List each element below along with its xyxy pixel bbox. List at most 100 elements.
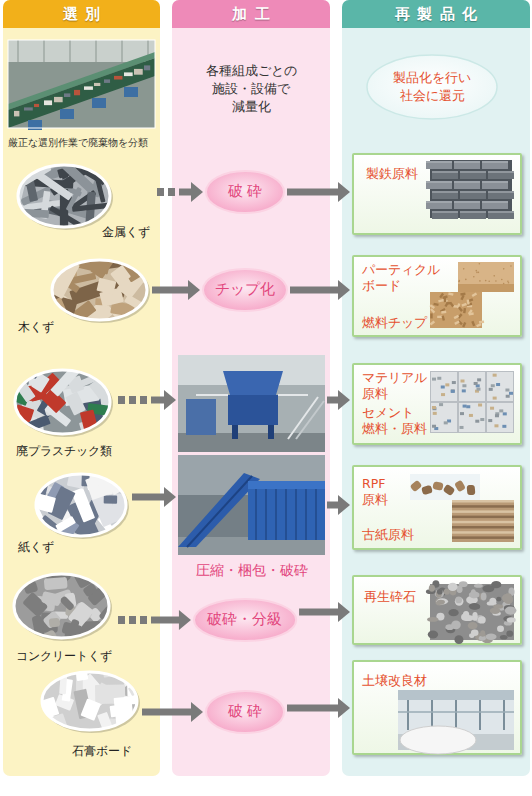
bale [487, 403, 513, 432]
debris [34, 104, 39, 107]
text-slot: 古紙原料 [362, 524, 414, 543]
board-grain [508, 282, 510, 284]
photo-ground [178, 455, 325, 555]
sorting-photo [8, 40, 155, 128]
wood-chip [471, 321, 475, 327]
steel-shine [426, 202, 452, 203]
process-ellipse-fill [203, 269, 287, 311]
waste-caption: 木くず [18, 319, 54, 335]
arrow-line [287, 705, 339, 712]
stone [469, 592, 480, 599]
wood-chip [430, 308, 435, 313]
stone [481, 593, 487, 601]
bale-speck [466, 405, 470, 408]
product-box: パーティクル ボード燃料チップ [352, 255, 522, 337]
baler-rib [305, 489, 307, 540]
steel-shine [432, 212, 458, 213]
wall-beam [95, 40, 97, 62]
debris [54, 97, 63, 102]
stone [427, 617, 438, 622]
stone [472, 612, 477, 621]
body-text: 各種組成ごとの 施設・設備で 減量化 [192, 62, 310, 116]
debris [49, 618, 61, 628]
text-slot: パーティクル ボード [362, 262, 448, 294]
baler-rib [275, 489, 277, 540]
column-band: 加工各種組成ごとの 施設・設備で 減量化破砕チップ化圧縮・梱包・破砕破砕・分級破… [172, 0, 330, 776]
wood-chip [472, 292, 478, 297]
beam [455, 700, 457, 730]
waste-photo [32, 470, 130, 540]
steel-shine [460, 172, 486, 173]
stone [461, 614, 468, 621]
board-photo [458, 262, 514, 292]
wood-chip [441, 315, 445, 320]
arrow-line [287, 189, 339, 196]
wood-chip [439, 293, 444, 298]
wood-chip [437, 316, 442, 318]
waste-photo [48, 256, 151, 324]
debris [24, 107, 33, 110]
wood-chip [430, 313, 432, 318]
board [458, 262, 514, 292]
wood-chip [441, 311, 446, 314]
waste-caption: 金属くず [102, 224, 150, 240]
debris [84, 86, 93, 89]
text-slot: 燃料チップ [362, 312, 427, 331]
bale-speck [433, 412, 437, 415]
bale-speck [488, 419, 492, 422]
wall-beam [17, 40, 19, 62]
debris [94, 83, 100, 86]
stone [497, 626, 504, 633]
stone [454, 635, 463, 644]
waste-caption: 紙くず [18, 539, 54, 555]
stone [470, 604, 480, 610]
product-box: マテリアル 原料セメント 燃料・原料 [352, 363, 522, 445]
text-slot: 各種組成ごとの 施設・設備で 減量化 [192, 62, 310, 116]
stone [468, 622, 478, 629]
stairs [288, 397, 318, 439]
debris [44, 100, 52, 105]
pellet [410, 480, 423, 493]
leg [232, 425, 238, 439]
chip-photo [430, 292, 482, 328]
debris [35, 668, 53, 693]
photo-content [17, 464, 137, 547]
product-name: 古紙原料 [362, 527, 414, 543]
board-grain [510, 265, 512, 267]
bale-speck [490, 407, 494, 410]
text-slot: 破砕 [205, 690, 285, 734]
bale-speck [460, 426, 464, 429]
photo-content [6, 560, 117, 646]
bale-speck [461, 380, 465, 383]
text-slot: RPF 原料 [362, 476, 404, 508]
railing [196, 394, 228, 396]
wall-beam [121, 40, 123, 62]
arrow-dash [118, 396, 147, 404]
debris [114, 76, 122, 80]
board-grain [479, 280, 481, 282]
text-slot: 選別 [3, 0, 160, 28]
text-slot: 紙くず [18, 536, 128, 555]
waste-photo [11, 366, 114, 438]
photo-content [31, 663, 154, 748]
debris [49, 205, 102, 239]
paper-layer [452, 531, 514, 534]
pellet [454, 480, 466, 493]
steel-shine [432, 172, 458, 173]
product-name: マテリアル 原料 [362, 370, 432, 402]
board-grain [463, 268, 465, 270]
photo-content [0, 365, 122, 449]
steel-shine [482, 162, 508, 163]
stone [507, 617, 516, 622]
debris [55, 516, 76, 533]
photo-ground [430, 292, 482, 328]
steel-bar [426, 201, 452, 209]
frame [186, 399, 216, 435]
stone [455, 597, 464, 605]
bale-speck [469, 414, 473, 417]
column-band: 再製品化製品化を行い 社会に還元製鉄原料パーティクル ボード燃料チップマテリアル… [342, 0, 530, 776]
pellet [467, 485, 476, 496]
wood-chip [449, 302, 454, 307]
